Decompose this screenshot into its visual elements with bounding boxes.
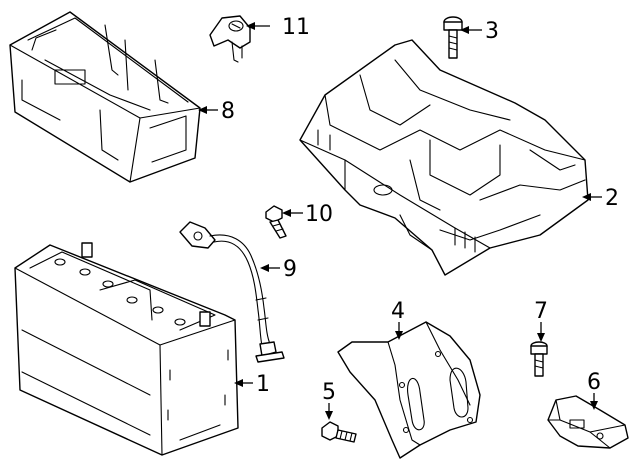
callout-10: 10	[305, 202, 333, 227]
callout-2: 2	[605, 186, 619, 211]
part-10-bolt	[265, 205, 287, 239]
callout-7: 7	[534, 299, 548, 324]
callout-5: 5	[322, 380, 336, 405]
part-7-bolt	[530, 341, 548, 377]
part-11-hold-down-clip	[209, 15, 251, 63]
callout-3: 3	[485, 19, 499, 44]
callout-labels: 11 3 8 2 10 9 1 4 7 5 6	[221, 15, 619, 405]
part-9-battery-cable	[179, 221, 285, 363]
part-4-bracket	[337, 321, 481, 459]
part-1-battery	[14, 242, 239, 456]
callout-4: 4	[391, 299, 405, 324]
callout-9: 9	[283, 257, 297, 282]
part-8-battery-insulator	[9, 11, 201, 183]
part-3-bolt	[443, 16, 463, 59]
callout-8: 8	[221, 99, 235, 124]
part-6-hold-down-clamp	[547, 395, 629, 449]
part-5-bolt	[321, 421, 357, 443]
callout-1: 1	[256, 372, 270, 397]
callout-leaders	[198, 22, 602, 420]
part-2-battery-tray	[299, 39, 589, 276]
callout-11: 11	[282, 15, 310, 40]
callout-6: 6	[587, 370, 601, 395]
